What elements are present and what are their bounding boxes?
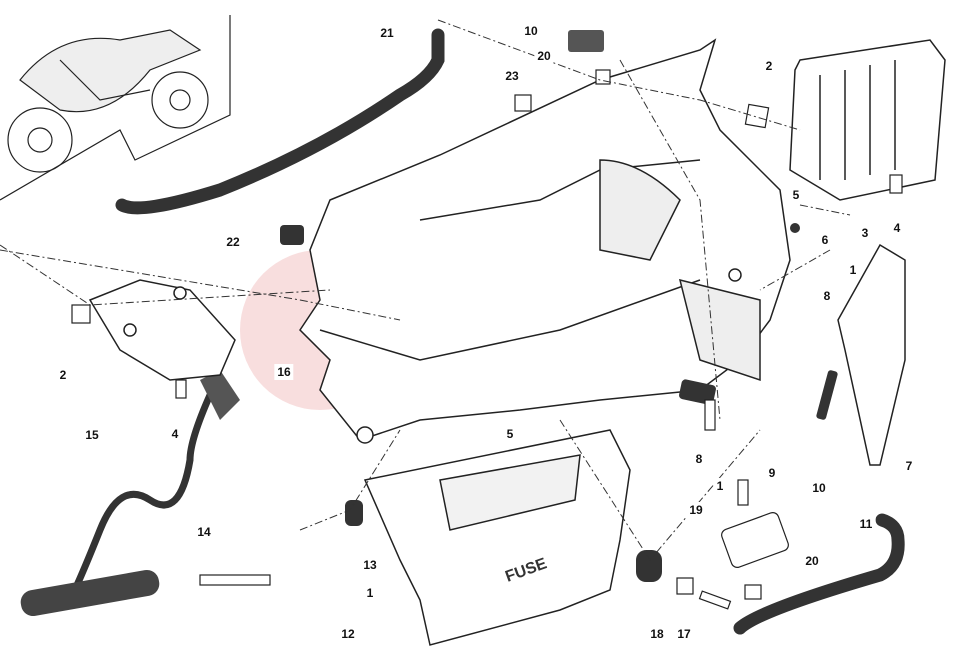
callout-14: 14 (194, 524, 214, 540)
callout-10: 10 (521, 23, 541, 39)
fuse-cover-12 (363, 429, 631, 646)
callout-5: 5 (503, 426, 517, 442)
callout-9: 9 (765, 465, 779, 481)
callout-13: 13 (360, 557, 380, 573)
callout-22: 22 (223, 234, 243, 250)
callout-20: 20 (534, 48, 554, 64)
callout-11: 11 (856, 516, 876, 532)
assembly-lines (0, 19, 851, 561)
main-bracket (299, 38, 791, 444)
callout-1: 1 (846, 262, 860, 278)
callout-16: 16 (274, 364, 294, 380)
callout-12: 12 (338, 626, 358, 642)
callout-19: 19 (686, 502, 706, 518)
callout-7: 7 (902, 458, 916, 474)
callout-1: 1 (713, 478, 727, 494)
callout-20: 20 (802, 553, 822, 569)
motorcycle-thumbnail (0, 15, 231, 201)
cable-15 (66, 393, 214, 602)
hose-21 (115, 28, 445, 215)
hose-11 (733, 513, 905, 635)
side-panel-7 (837, 243, 906, 466)
callout-8: 8 (692, 451, 706, 467)
callout-1: 1 (363, 585, 377, 601)
callout-4: 4 (890, 220, 904, 236)
callout-6: 6 (818, 232, 832, 248)
callout-21: 21 (377, 25, 397, 41)
fasteners (71, 69, 903, 610)
callout-18: 18 (647, 626, 667, 642)
callout-10: 10 (809, 480, 829, 496)
callout-17: 17 (674, 626, 694, 642)
ecu-3 (789, 39, 946, 201)
small-parts (280, 30, 838, 582)
callout-15: 15 (82, 427, 102, 443)
callout-2: 2 (56, 367, 70, 383)
callout-23: 23 (502, 68, 522, 84)
callout-8: 8 (820, 288, 834, 304)
cable-connector (20, 569, 160, 617)
callout-2: 2 (762, 58, 776, 74)
callout-4: 4 (168, 426, 182, 442)
callout-3: 3 (858, 225, 872, 241)
callout-5: 5 (789, 187, 803, 203)
relay-16 (88, 279, 236, 381)
